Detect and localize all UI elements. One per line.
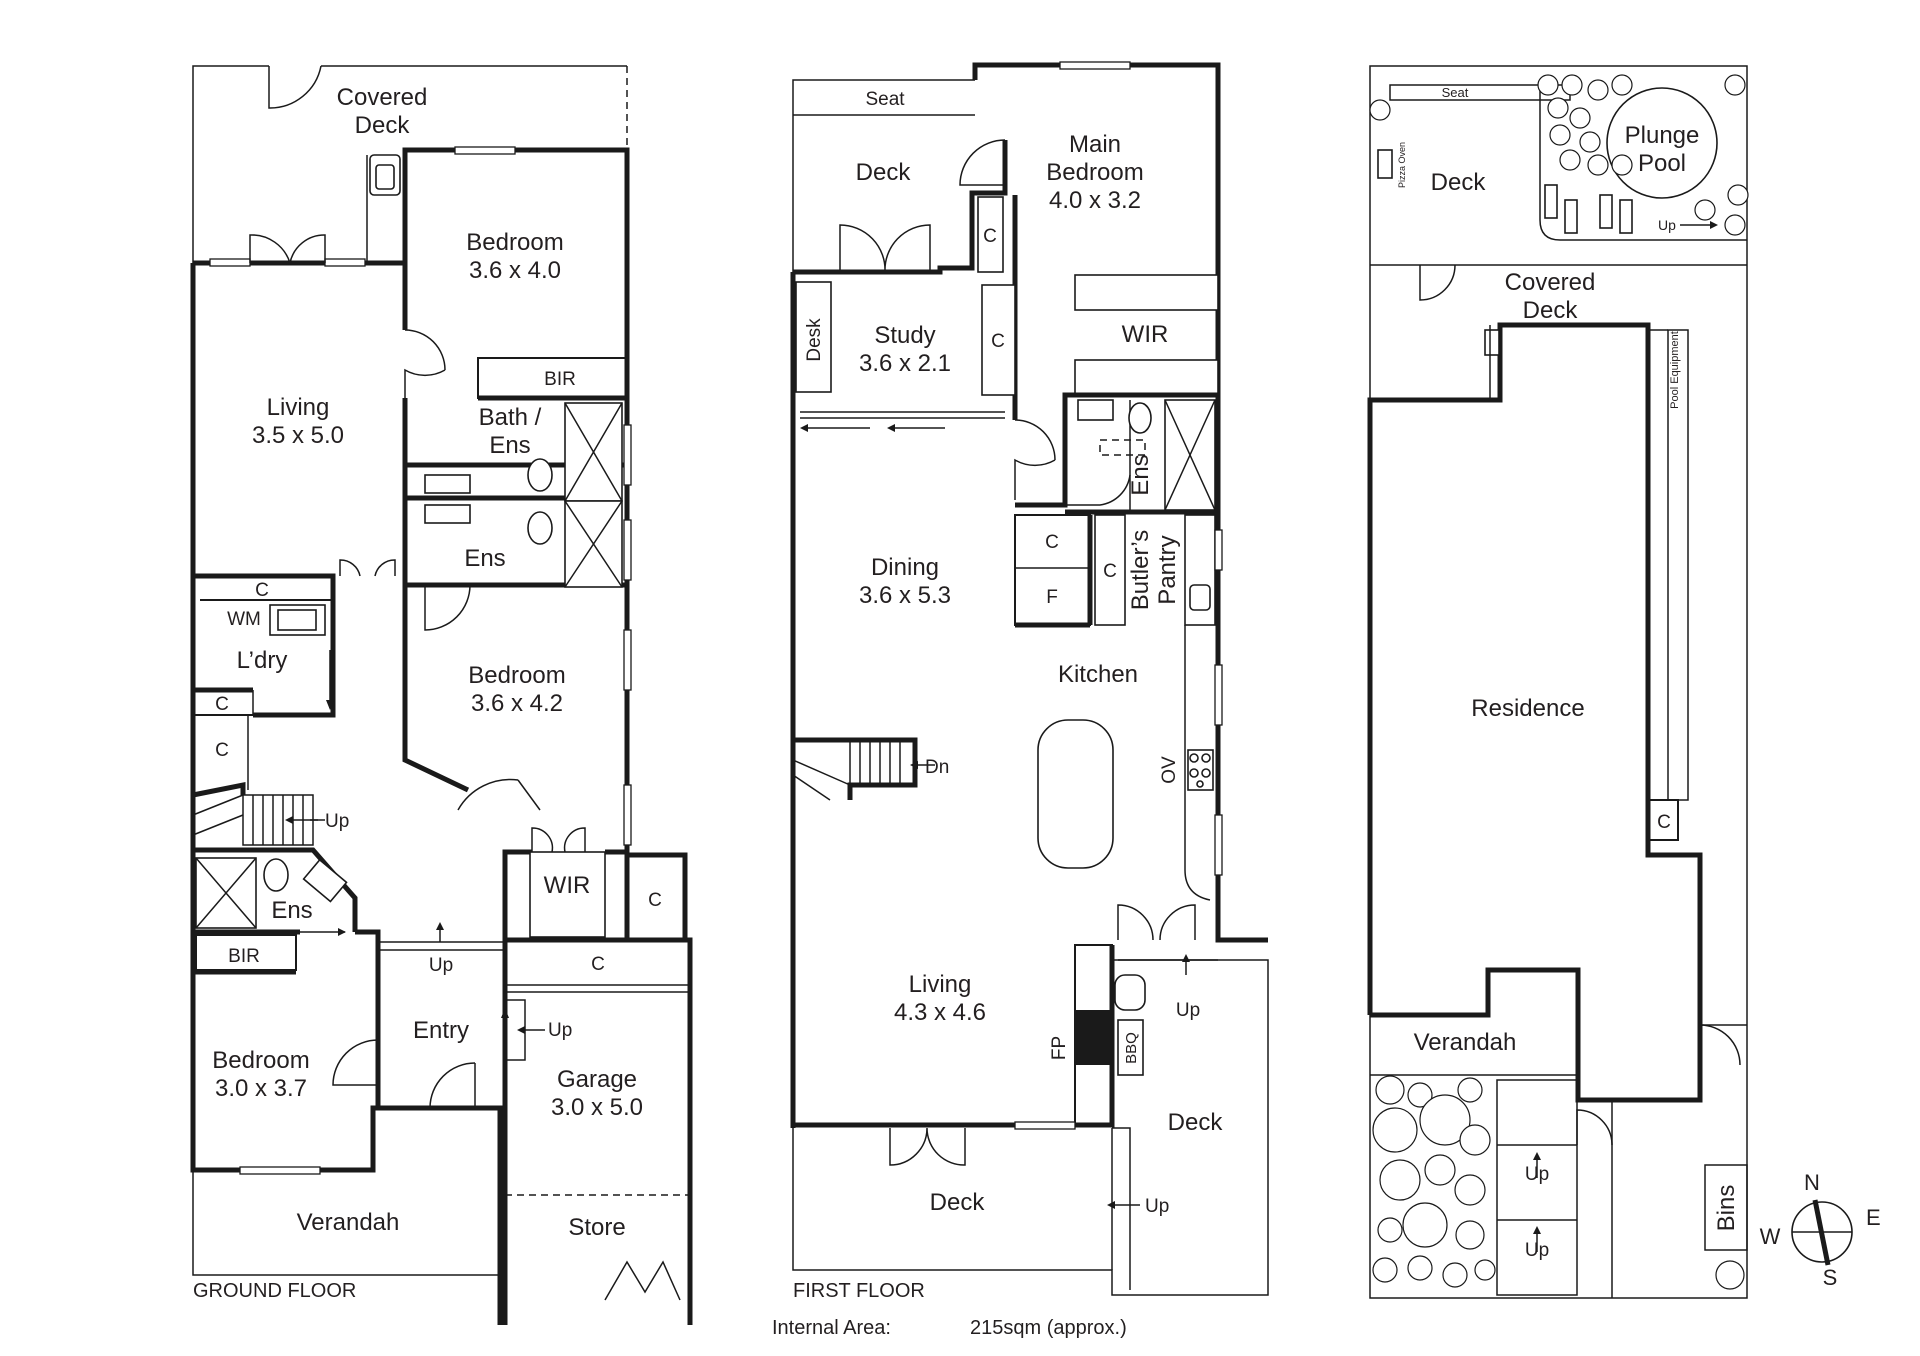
oven-label: OV [1159, 756, 1180, 784]
fireplace-label: FP [1049, 1036, 1070, 1060]
site-plan-labels: Seat Pizza Oven Deck Plunge Pool Up Cove… [1397, 85, 1740, 1261]
plunge-label-1: Plunge [1625, 122, 1700, 149]
bedroom-3-size: 3.0 x 3.7 [215, 1075, 307, 1102]
verandah-label: Verandah [297, 1209, 400, 1236]
site-up-1-label: Up [1525, 1164, 1549, 1185]
front-garden-trees [1372, 1075, 1745, 1290]
deck-bottom-label: Deck [930, 1189, 986, 1216]
up-deck-label: Up [1145, 1196, 1169, 1217]
pool-garden-shrubs [1369, 74, 1749, 236]
wir-label-ff: WIR [1122, 321, 1169, 348]
compass-s: S [1823, 1265, 1838, 1290]
plunge-label-2: Pool [1638, 150, 1686, 177]
residence-label: Residence [1471, 695, 1584, 722]
site-covered-label-2: Deck [1523, 297, 1579, 324]
compass-e: E [1866, 1205, 1881, 1230]
bbq-label: BBQ [1123, 1032, 1140, 1064]
ens-mid-label: Ens [464, 545, 505, 572]
fridge-label: F [1046, 587, 1058, 608]
bath-ens-label-1: Bath / [479, 404, 542, 431]
ens-label-ff: Ens [1127, 454, 1154, 495]
c-garage-label: C [591, 954, 605, 975]
butlers-label: Butler’s [1127, 530, 1154, 610]
kitchen-label: Kitchen [1058, 661, 1138, 688]
ground-floor-labels: Covered Deck Bedroom 3.6 x 4.0 Living 3.… [193, 84, 662, 1302]
bins-label: Bins [1713, 1185, 1740, 1232]
site-verandah-label: Verandah [1414, 1029, 1517, 1056]
main-bedroom-label-2: Bedroom [1046, 159, 1143, 186]
c-hall-label: C [215, 740, 229, 761]
c-bedroom-label: C [983, 226, 997, 247]
living-ff-size: 4.3 x 4.6 [894, 999, 986, 1026]
c-pantry-label-2: C [1103, 561, 1117, 582]
deck-top-label: Deck [856, 159, 912, 186]
up-bbq-label: Up [1176, 1000, 1200, 1021]
pizza-oven-label: Pizza Oven [1397, 142, 1407, 188]
c-study-label: C [991, 331, 1005, 352]
site-up-2-label: Up [1525, 1240, 1549, 1261]
c-pantry-label-1: C [1045, 532, 1059, 553]
garage-label: Garage [557, 1066, 637, 1093]
first-floor-title: FIRST FLOOR [793, 1280, 925, 1302]
first-floor-plan [790, 61, 1269, 1296]
up-pool-label: Up [1658, 217, 1676, 233]
living-label: Living [267, 394, 330, 421]
site-c-label: C [1657, 812, 1671, 833]
deck-right-label: Deck [1168, 1109, 1224, 1136]
living-size: 3.5 x 5.0 [252, 422, 344, 449]
store-label: Store [568, 1214, 625, 1241]
study-size: 3.6 x 2.1 [859, 350, 951, 377]
bedroom-2-size: 3.6 x 4.2 [471, 690, 563, 717]
dn-label: Dn [925, 757, 949, 778]
internal-area-label: Internal Area: [772, 1317, 891, 1339]
c-garage-side-label: C [648, 890, 662, 911]
pantry-label: Pantry [1154, 535, 1181, 604]
desk-label: Desk [804, 318, 825, 362]
compass-n: N [1804, 1170, 1820, 1195]
dining-label: Dining [871, 554, 939, 581]
laundry-cupboard-label: C [255, 580, 269, 601]
main-bedroom-label-1: Main [1069, 131, 1121, 158]
garage-size: 3.0 x 5.0 [551, 1094, 643, 1121]
area-summary: Internal Area: 215sqm (approx.) [772, 1317, 1127, 1339]
covered-deck-label-1: Covered [337, 84, 428, 111]
up-entry-label: Up [429, 955, 453, 976]
laundry-label: L’dry [237, 647, 288, 674]
first-floor-labels: Seat Deck Main Bedroom 4.0 x 3.2 C Desk … [793, 89, 1223, 1302]
up-garage-label: Up [548, 1020, 572, 1041]
bedroom-2-label: Bedroom [468, 662, 565, 689]
site-seat-label: Seat [1442, 85, 1469, 100]
ground-floor-title: GROUND FLOOR [193, 1280, 356, 1302]
bath-ens-label-2: Ens [489, 432, 530, 459]
bedroom-1-size: 3.6 x 4.0 [469, 257, 561, 284]
living-ff-label: Living [909, 971, 972, 998]
dining-size: 3.6 x 5.3 [859, 582, 951, 609]
pool-equipment-label: Pool Equipment [1669, 331, 1681, 409]
ground-floor-plan [190, 65, 693, 1325]
study-label: Study [874, 322, 935, 349]
wir-label: WIR [544, 872, 591, 899]
compass: N E S W [1760, 1170, 1881, 1290]
internal-area-value: 215sqm (approx.) [970, 1317, 1127, 1339]
ens-lower-label: Ens [271, 897, 312, 924]
site-covered-label-1: Covered [1505, 269, 1596, 296]
c-small-label: C [215, 694, 229, 715]
entry-label: Entry [413, 1017, 469, 1044]
site-plan [1367, 65, 1749, 1299]
seat-label: Seat [865, 89, 905, 110]
up-stairs-label: Up [325, 811, 349, 832]
bedroom-3-label: Bedroom [212, 1047, 309, 1074]
bedroom-1-label: Bedroom [466, 229, 563, 256]
compass-w: W [1760, 1224, 1781, 1249]
site-deck-label: Deck [1431, 169, 1487, 196]
wm-label: WM [227, 609, 261, 630]
bir-lower-label: BIR [228, 946, 260, 967]
covered-deck-label-2: Deck [355, 112, 411, 139]
main-bedroom-size: 4.0 x 3.2 [1049, 187, 1141, 214]
bir-top-label: BIR [544, 369, 576, 390]
